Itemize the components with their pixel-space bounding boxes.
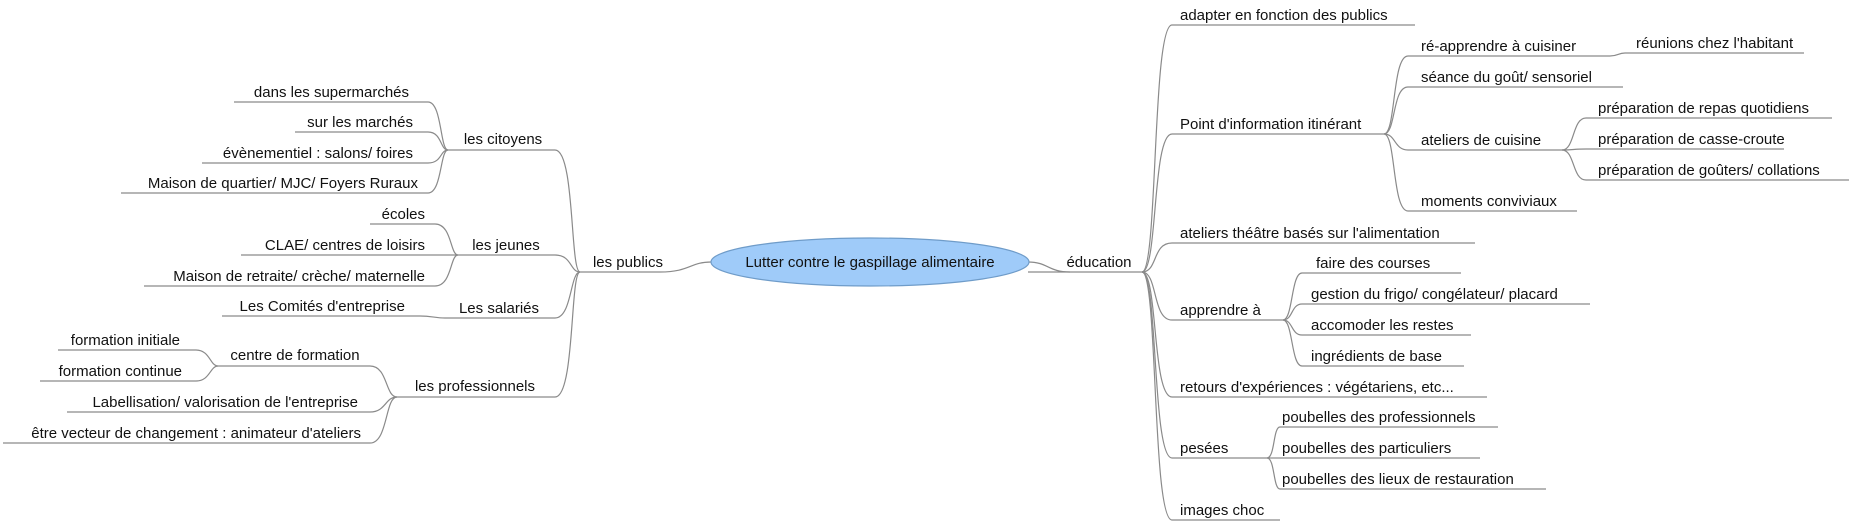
- edge-reapprendre-0: [1609, 52, 1626, 57]
- node-moments[interactable]: moments conviviaux: [1421, 193, 1557, 210]
- edge-centre-1: [195, 365, 219, 382]
- left-connectors: [3, 101, 712, 444]
- node-jeunes-0[interactable]: écoles: [382, 206, 425, 223]
- node-education[interactable]: éducation: [1066, 254, 1131, 271]
- edge-citoyens-1: [427, 131, 449, 151]
- right-connectors: [1027, 24, 1849, 521]
- node-apprendre-1[interactable]: gestion du frigo/ congélateur/ placard: [1311, 286, 1558, 303]
- edge-apprendre-3: [1282, 319, 1303, 367]
- edge-centre-0: [195, 349, 219, 367]
- node-reapprendre[interactable]: ré-apprendre à cuisiner: [1421, 38, 1576, 55]
- node-images[interactable]: images choc: [1180, 502, 1265, 519]
- node-citoyens-1[interactable]: sur les marchés: [307, 114, 413, 131]
- edge-ateliers-2: [1561, 149, 1587, 181]
- node-prof-0[interactable]: Labellisation/ valorisation de l'entrepr…: [92, 394, 358, 411]
- center-label: Lutter contre le gaspillage alimentaire: [745, 254, 994, 271]
- node-ateliers-0[interactable]: préparation de repas quotidiens: [1598, 100, 1809, 117]
- edge-publics-citoyens: [554, 149, 581, 273]
- node-point[interactable]: Point d'information itinérant: [1180, 116, 1362, 133]
- edge-center-education: [1027, 261, 1071, 273]
- edge-jeunes-0: [434, 223, 459, 256]
- edge-pesees-2: [1266, 457, 1281, 490]
- node-citoyens[interactable]: les citoyens: [464, 131, 542, 148]
- edge-edu-point: [1141, 133, 1173, 273]
- node-pesees-1[interactable]: poubelles des particuliers: [1282, 440, 1451, 457]
- node-citoyens-2[interactable]: évènementiel : salons/ foires: [223, 145, 413, 162]
- node-salaries[interactable]: Les salariés: [459, 300, 539, 317]
- node-citoyens-0[interactable]: dans les supermarchés: [254, 84, 409, 101]
- edge-apprendre-0: [1282, 272, 1303, 321]
- node-ateliers[interactable]: ateliers de cuisine: [1421, 132, 1541, 149]
- node-jeunes-2[interactable]: Maison de retraite/ crèche/ maternelle: [173, 268, 425, 285]
- node-retours[interactable]: retours d'expériences : végétariens, etc…: [1180, 379, 1454, 396]
- edge-edu-theatre: [1141, 242, 1173, 273]
- node-apprendre-2[interactable]: accomoder les restes: [1311, 317, 1454, 334]
- node-theatre[interactable]: ateliers théâtre basés sur l'alimentatio…: [1180, 225, 1440, 242]
- node-centre-0[interactable]: formation initiale: [71, 332, 180, 349]
- node-jeunes[interactable]: les jeunes: [472, 237, 540, 254]
- node-pesees-0[interactable]: poubelles des professionnels: [1282, 409, 1475, 426]
- edge-publics-professionnels: [554, 271, 581, 398]
- node-salaries-0[interactable]: Les Comités d'entreprise: [240, 298, 405, 315]
- edge-pesees-0: [1266, 426, 1281, 459]
- node-apprendre-3[interactable]: ingrédients de base: [1311, 348, 1442, 365]
- edge-ateliers-0: [1561, 117, 1587, 151]
- node-seance[interactable]: séance du goût/ sensoriel: [1421, 69, 1592, 86]
- node-pesees-2[interactable]: poubelles des lieux de restauration: [1282, 471, 1514, 488]
- edge-edu-apprendre: [1141, 271, 1173, 321]
- node-citoyens-3[interactable]: Maison de quartier/ MJC/ Foyers Ruraux: [148, 175, 419, 192]
- edge-prof-vecteur: [369, 396, 398, 444]
- node-adapter[interactable]: adapter en fonction des publics: [1180, 7, 1388, 24]
- edge-publics-jeunes: [554, 254, 581, 273]
- edge-center-publics: [659, 261, 712, 273]
- edge-prof-centre: [369, 365, 398, 398]
- node-centre-1[interactable]: formation continue: [59, 363, 182, 380]
- node-reapprendre-0[interactable]: réunions chez l'habitant: [1636, 35, 1794, 52]
- node-pesees[interactable]: pesées: [1180, 440, 1228, 457]
- node-jeunes-1[interactable]: CLAE/ centres de loisirs: [265, 237, 425, 254]
- center-node[interactable]: [710, 237, 1030, 287]
- edge-edu-pesees: [1141, 271, 1173, 459]
- edge-salaries-0: [419, 315, 446, 319]
- node-apprendre[interactable]: apprendre à: [1180, 302, 1262, 319]
- edge-edu-retours: [1141, 271, 1173, 398]
- edge-apprendre-1: [1282, 303, 1303, 321]
- edge-citoyens-3: [427, 149, 449, 194]
- edge-citoyens-0: [427, 101, 449, 151]
- node-prof-1[interactable]: être vecteur de changement : animateur d…: [31, 425, 361, 442]
- node-professionnels[interactable]: les professionnels: [415, 378, 535, 395]
- node-centre[interactable]: centre de formation: [230, 347, 359, 364]
- edge-edu-images: [1141, 271, 1173, 521]
- node-apprendre-0[interactable]: faire des courses: [1316, 255, 1430, 272]
- node-ateliers-1[interactable]: préparation de casse-croute: [1598, 131, 1785, 148]
- edge-point-reapprendre: [1383, 55, 1409, 135]
- edge-point-moments: [1383, 133, 1409, 212]
- edge-point-seance: [1383, 86, 1409, 135]
- edge-point-ateliers: [1383, 133, 1409, 151]
- edge-jeunes-2: [434, 254, 459, 287]
- edge-publics-salaries: [554, 271, 581, 319]
- node-publics[interactable]: les publics: [593, 254, 663, 271]
- node-ateliers-2[interactable]: préparation de goûters/ collations: [1598, 162, 1820, 179]
- edge-edu-adapter: [1141, 24, 1173, 273]
